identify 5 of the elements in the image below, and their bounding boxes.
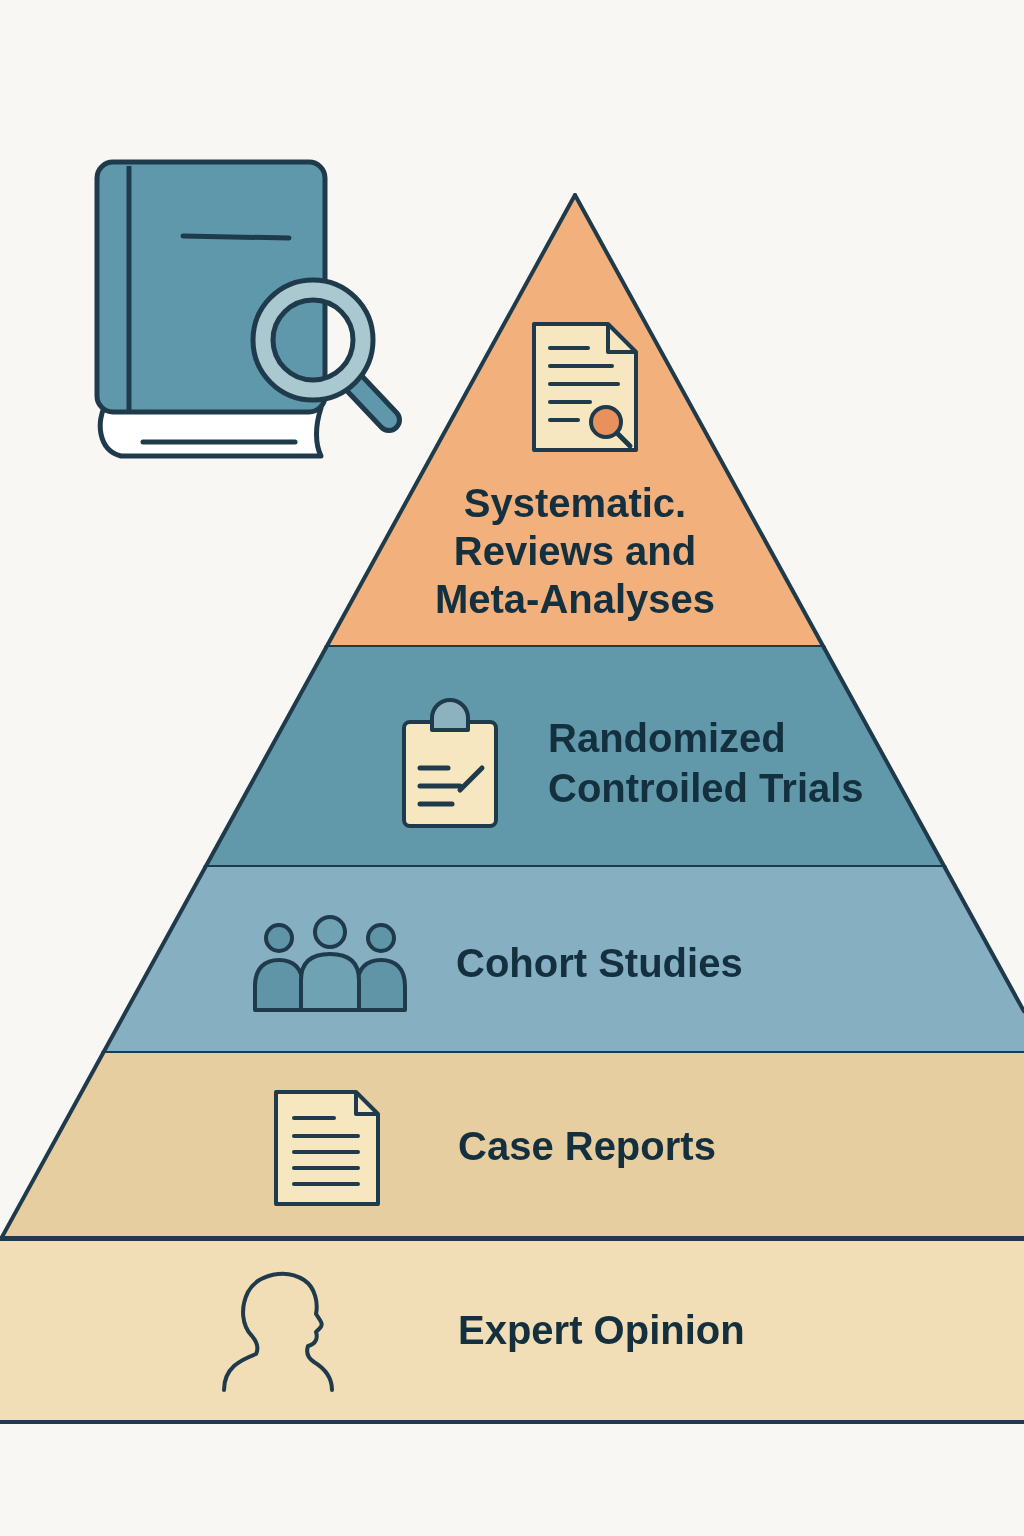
tier-label: Cohort Studies bbox=[456, 940, 744, 987]
tier-label: Expert Opinion bbox=[458, 1307, 746, 1354]
tier-label: Systematic. Reviews and Meta-Analyses bbox=[433, 480, 717, 623]
tier-label: Case Reports bbox=[458, 1123, 717, 1170]
tier-label: Randomized Controiled Trials bbox=[548, 715, 865, 812]
